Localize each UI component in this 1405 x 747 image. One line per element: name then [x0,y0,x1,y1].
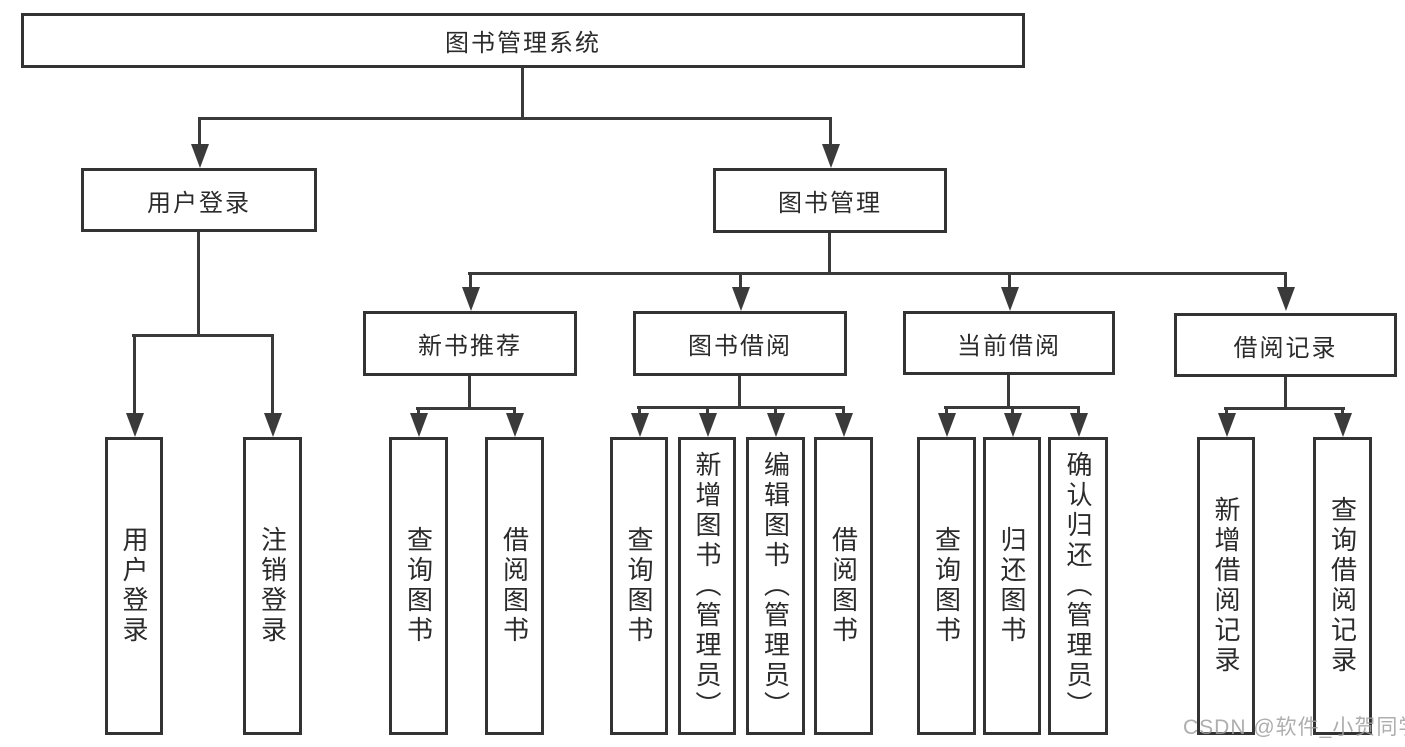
connector-line [774,406,777,415]
leaf-query-books-1: 查询图书 [389,437,448,735]
connector-line [198,117,832,120]
arrowhead-icon [835,413,853,437]
arrowhead-icon [767,413,785,437]
connector-line [271,334,274,415]
arrowhead-icon [126,413,144,437]
connector-line [468,272,1287,275]
node-current-borrowing: 当前借阅 [903,311,1115,375]
arrowhead-icon [410,413,428,437]
connector-line [1008,272,1011,289]
arrowhead-icon [264,413,282,437]
node-borrowing-records: 借阅记录 [1174,313,1397,377]
connector-line [739,272,742,289]
arrowhead-icon [1001,287,1019,311]
leaf-confirm-return-admin: 确认归还（管理员） [1048,437,1108,735]
node-book-management: 图书管理 [713,168,947,233]
connector-line [828,233,831,275]
node-root: 图书管理系统 [21,13,1025,68]
connector-line [1011,406,1014,415]
arrowhead-icon [631,413,649,437]
node-book-borrowing: 图书借阅 [633,311,847,376]
watermark: CSDN @软件_小贺同学 [1183,716,1405,739]
connector-line [945,406,948,415]
connector-line [706,406,709,415]
connector-line [1284,272,1287,289]
connector-line [638,406,641,415]
leaf-borrow-books-2: 借阅图书 [814,437,873,735]
connector-line [1225,407,1228,415]
connector-line [1007,375,1010,408]
connector-line [1077,406,1080,415]
arrowhead-icon [699,413,717,437]
connector-line [829,117,832,146]
arrowhead-icon [1277,287,1295,311]
arrowhead-icon [938,413,956,437]
leaf-query-books-3: 查询图书 [917,437,976,735]
connector-line [1341,407,1344,415]
leaf-add-borrow-record: 新增借阅记录 [1197,437,1255,735]
arrowhead-icon [1218,413,1236,437]
connector-line [132,334,274,337]
connector-line [133,334,136,415]
leaf-logout: 注销登录 [243,437,302,735]
arrowhead-icon [506,413,524,437]
arrowhead-icon [1004,413,1022,437]
arrowhead-icon [1070,413,1088,437]
leaf-return-books: 归还图书 [983,437,1041,735]
connector-line [738,376,741,408]
leaf-query-borrow-record: 查询借阅记录 [1313,437,1372,735]
connector-line [1284,377,1287,409]
node-new-book-recommend: 新书推荐 [363,311,577,376]
arrowhead-icon [822,144,840,168]
node-user-login: 用户登录 [81,168,317,232]
leaf-borrow-books-1: 借阅图书 [485,437,544,735]
connector-line [468,376,471,409]
connector-line [637,406,845,409]
leaf-edit-book-admin: 编辑图书（管理员） [746,437,805,735]
arrowhead-icon [191,144,209,168]
connector-line [513,407,516,415]
connector-line [469,272,472,289]
arrowhead-icon [732,287,750,311]
leaf-user-login: 用户登录 [105,437,163,735]
connector-line [198,117,201,146]
connector-line [521,68,524,120]
connector-line [1224,407,1345,410]
leaf-query-books-2: 查询图书 [610,437,668,735]
leaf-add-book-admin: 新增图书（管理员） [678,437,736,735]
arrowhead-icon [462,287,480,311]
connector-line [416,407,516,410]
connector-line [197,232,200,337]
connector-line [417,407,420,415]
arrowhead-icon [1334,413,1352,437]
connector-line [842,406,845,415]
